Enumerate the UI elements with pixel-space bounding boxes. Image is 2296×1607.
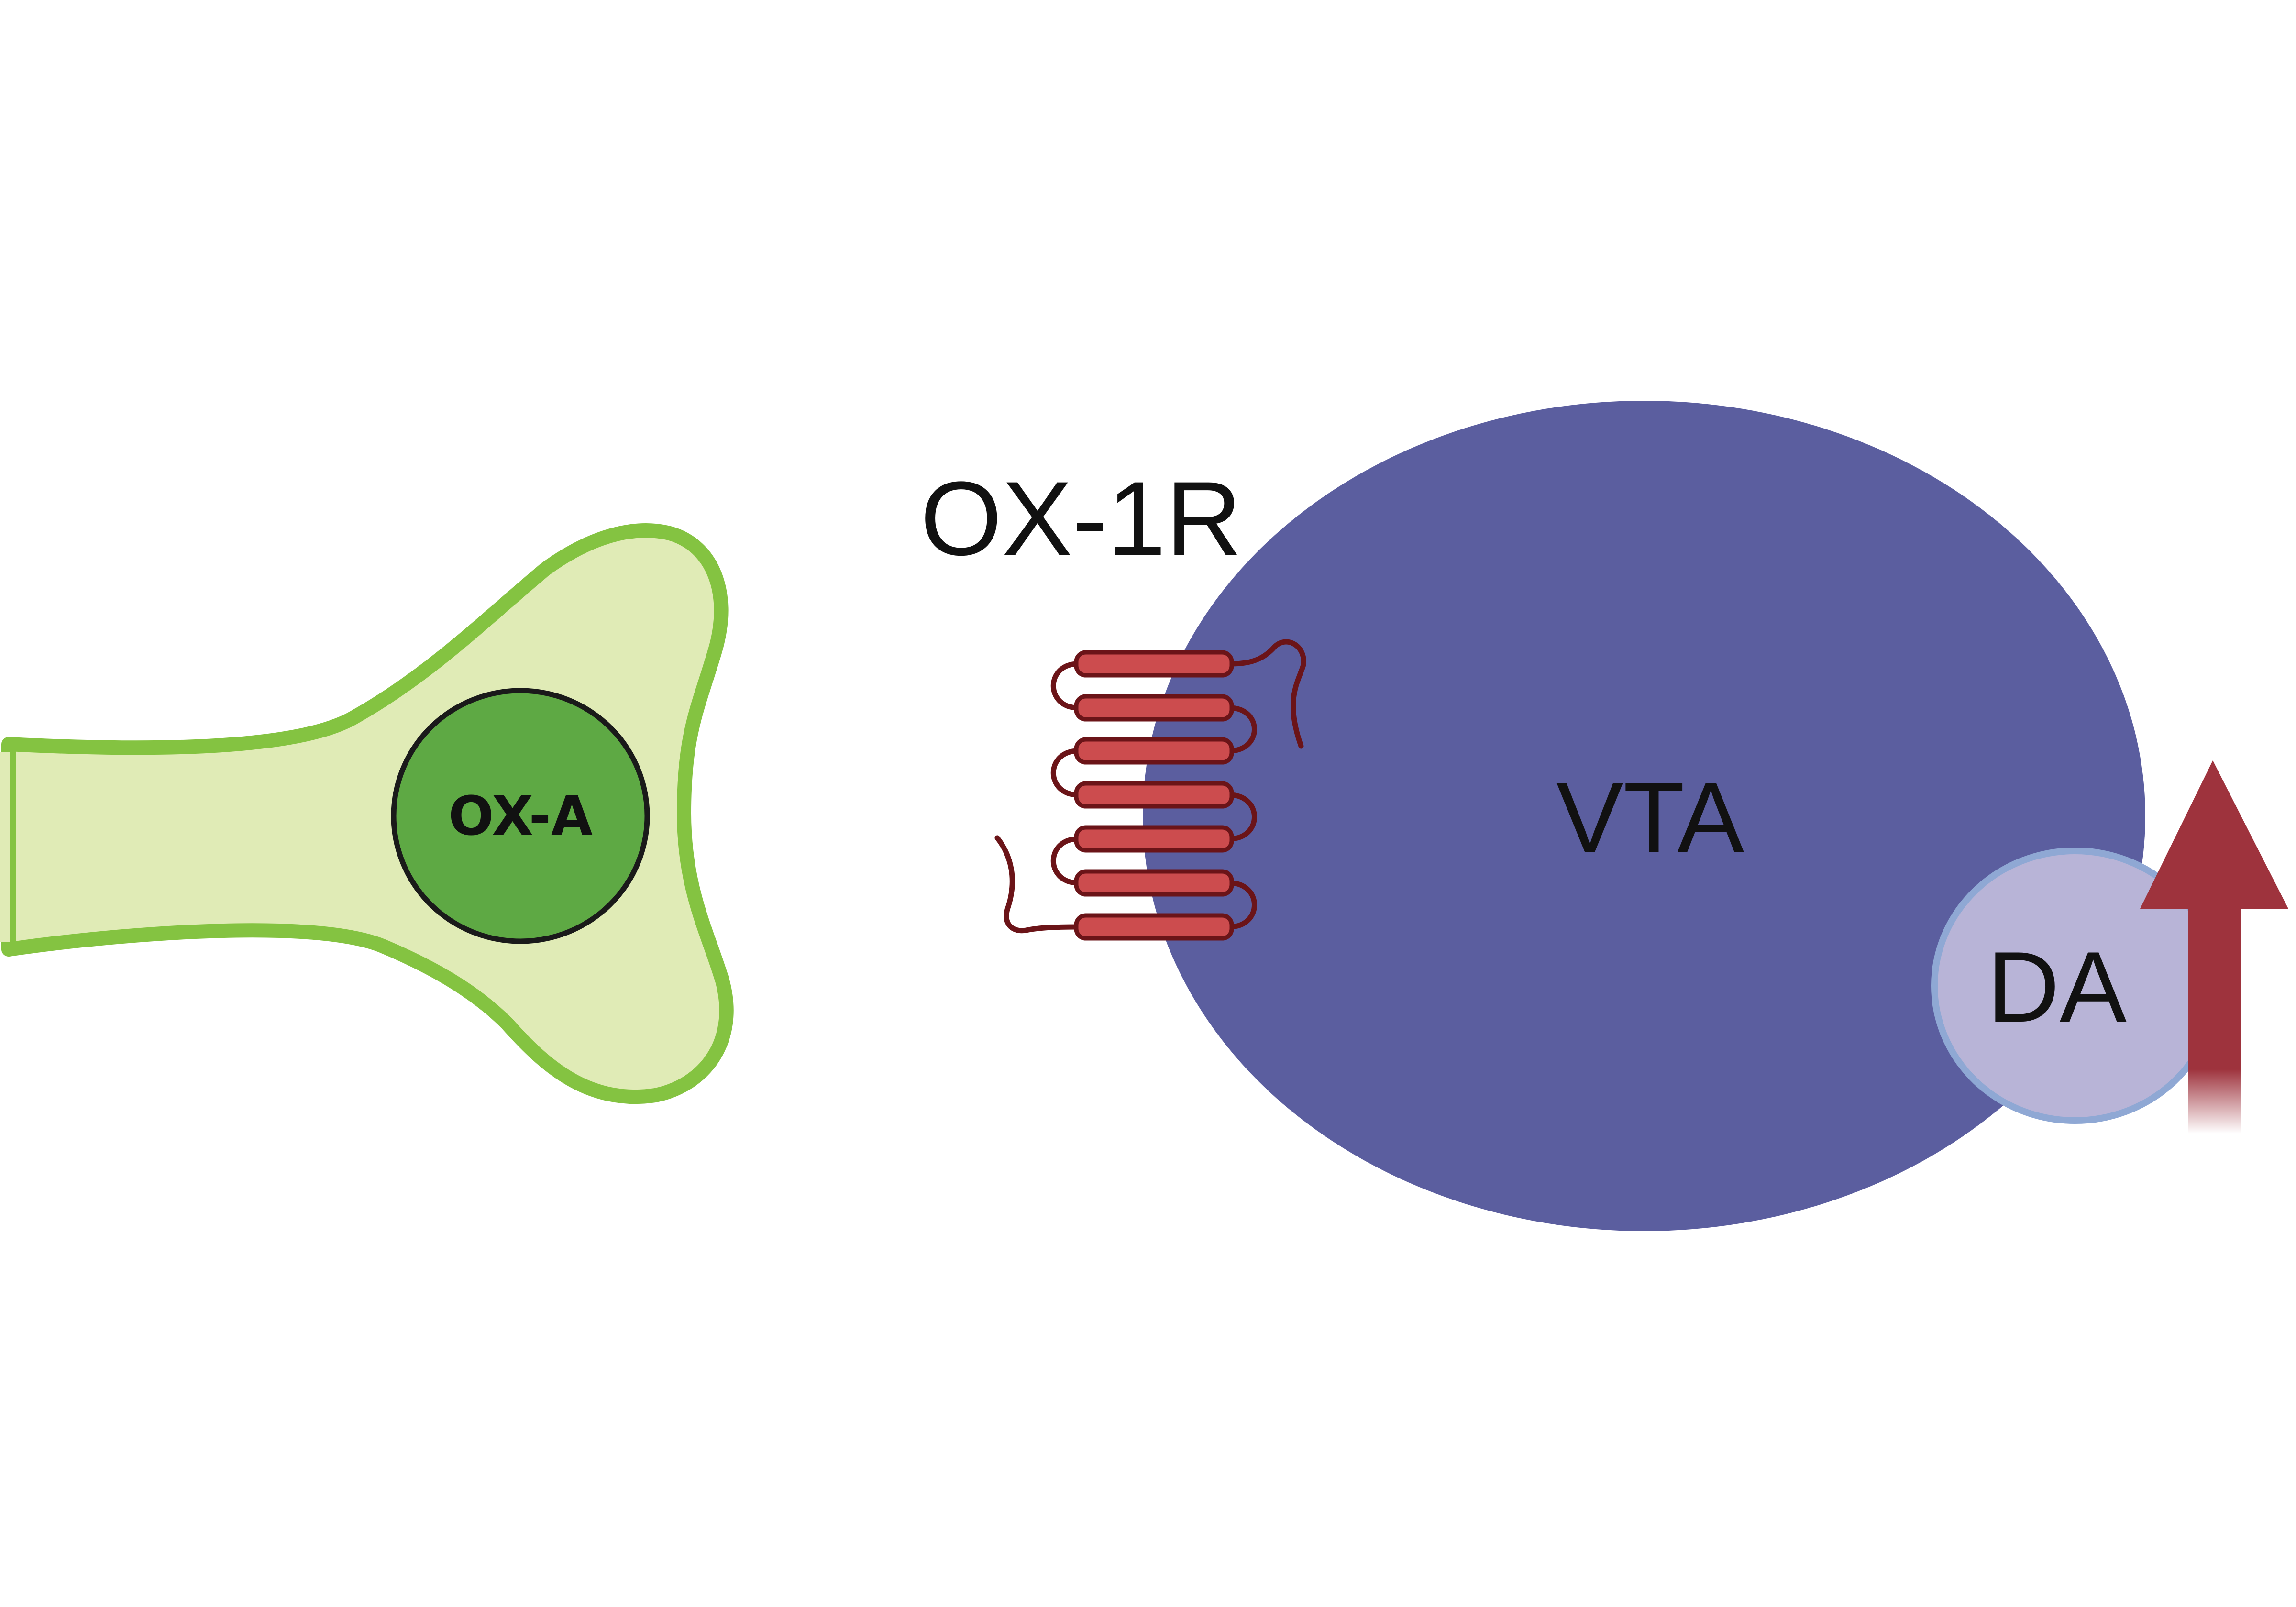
ox-a-vesicle: OX-A (391, 688, 650, 944)
helix-6 (1074, 869, 1234, 897)
helix-2 (1074, 694, 1234, 722)
helix-5 (1074, 825, 1234, 853)
ox-a-label: OX-A (448, 785, 593, 848)
dopamine-vesicle: DA (1931, 848, 2219, 1124)
helix-4 (1074, 781, 1234, 809)
neuron-open-end (0, 752, 10, 942)
vta-label: VTA (1556, 761, 1744, 874)
helix-7 (1074, 913, 1234, 941)
up-arrow-icon (2140, 760, 2288, 1134)
orexin-neuron-terminal (1, 523, 734, 1104)
gpcr-receptor-icon (994, 639, 1306, 934)
helix-1 (1074, 650, 1234, 678)
helix-3 (1074, 737, 1234, 765)
receptor-helices (1074, 650, 1234, 941)
ox-1r-label: OX-1R (920, 460, 1242, 577)
da-label: DA (1987, 931, 2127, 1043)
vta-neuron: VTA (1143, 401, 2145, 1231)
